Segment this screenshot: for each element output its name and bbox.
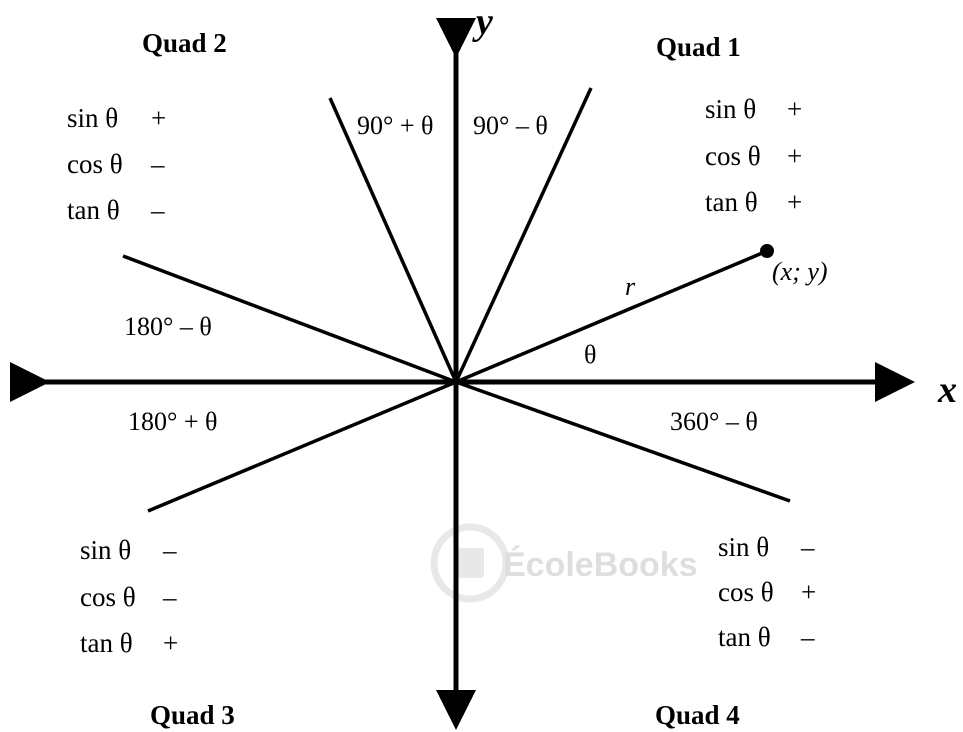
radius-label: r xyxy=(625,272,636,301)
angle-label-90-minus: 90° – θ xyxy=(473,111,548,140)
quad2-fn: tan θ xyxy=(67,195,120,225)
quad3-sign: + xyxy=(163,628,178,658)
quad1-fn: tan θ xyxy=(705,187,758,217)
quad3-fn: tan θ xyxy=(80,628,133,658)
quad1-fn: sin θ xyxy=(705,94,756,124)
quad2-sign: – xyxy=(150,195,165,225)
ray-180-plus xyxy=(147,380,457,513)
quad2-sign: + xyxy=(151,103,166,133)
x-axis-label: x xyxy=(937,369,957,411)
quad2-sign: – xyxy=(150,149,165,179)
ray-360-minus xyxy=(455,380,791,503)
angle-label-360-minus: 360° – θ xyxy=(670,407,758,436)
angle-label-180-plus: 180° + θ xyxy=(128,407,218,436)
quad2-fn: cos θ xyxy=(67,149,123,179)
y-axis-label: y xyxy=(472,1,493,43)
ray-90-plus xyxy=(328,97,458,383)
watermark-book-icon xyxy=(458,548,484,578)
angle-label-theta: θ xyxy=(584,340,596,369)
quad4-fn: sin θ xyxy=(718,532,769,562)
ray-r xyxy=(455,249,768,384)
quad1-sign: + xyxy=(787,141,802,171)
quad3-sign: – xyxy=(162,535,177,565)
quad3-fn: cos θ xyxy=(80,582,136,612)
angle-label-90-plus: 90° + θ xyxy=(357,111,434,140)
quad4-title: Quad 4 xyxy=(655,700,740,730)
quad4-sign: + xyxy=(801,577,816,607)
quad4-sign: – xyxy=(800,532,815,562)
angle-label-180-minus: 180° – θ xyxy=(124,312,212,341)
watermark-logo: ÉcoleBooks xyxy=(430,523,698,603)
ray-90-minus xyxy=(454,87,593,383)
quad3-sign: – xyxy=(162,582,177,612)
quad1-fn: cos θ xyxy=(705,141,761,171)
ray-180-minus xyxy=(122,254,457,384)
quad1-sign: + xyxy=(787,187,802,217)
quad2-title: Quad 2 xyxy=(142,28,227,58)
quad4-fn: cos θ xyxy=(718,577,774,607)
quad4-sign: – xyxy=(800,622,815,652)
quad1-sign: + xyxy=(787,94,802,124)
quad1-title: Quad 1 xyxy=(656,32,741,62)
quad3-fn: sin θ xyxy=(80,535,131,565)
quad4-fn: tan θ xyxy=(718,622,771,652)
point-marker xyxy=(760,244,774,258)
quad2-fn: sin θ xyxy=(67,103,118,133)
quad3-title: Quad 3 xyxy=(150,700,235,730)
point-coordinates: (x; y) xyxy=(772,257,828,286)
watermark-text: ÉcoleBooks xyxy=(503,546,698,584)
